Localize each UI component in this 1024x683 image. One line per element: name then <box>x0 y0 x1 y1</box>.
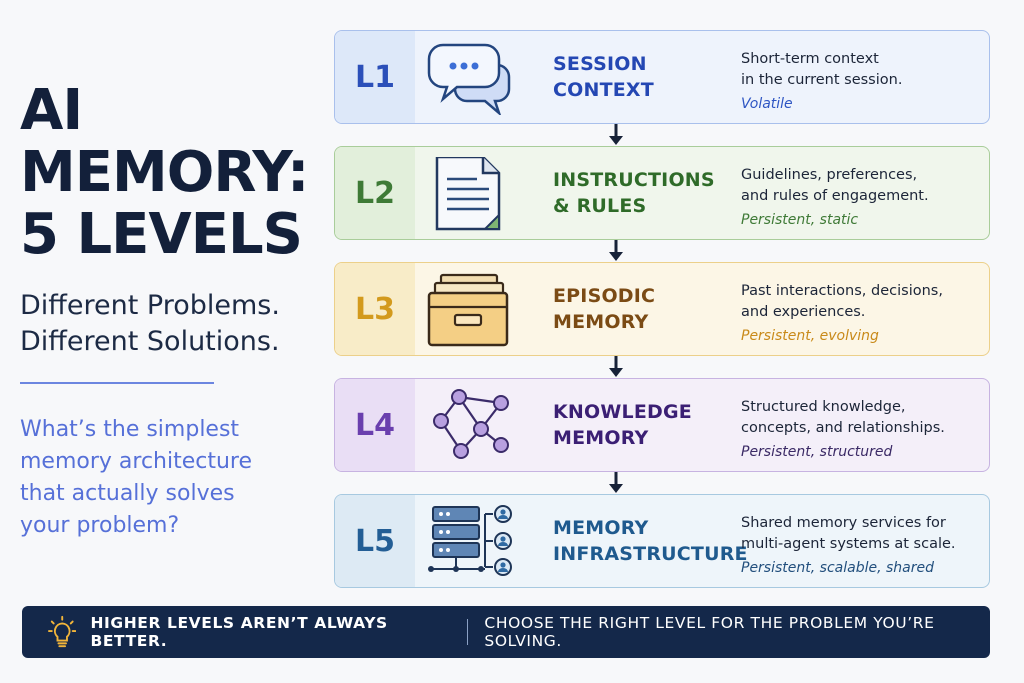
question-line-2: memory architecture <box>20 449 253 474</box>
desc-line-2: in the current session. <box>741 72 903 88</box>
level-name-line-1: MEMORY <box>553 517 649 539</box>
level-name: KNOWLEDGE MEMORY <box>553 379 733 471</box>
desc-line-2: and rules of engagement. <box>741 188 929 204</box>
file-drawer-icon <box>427 273 517 347</box>
desc-line-1: Structured knowledge, <box>741 399 906 415</box>
desc-line-1: Past interactions, decisions, <box>741 283 943 299</box>
level-name: EPISODIC MEMORY <box>553 263 733 355</box>
desc-line-2: and experiences. <box>741 304 866 320</box>
divider <box>20 382 214 384</box>
level-card-l1: L1 SESSION CONTEXT Short-term context in… <box>334 30 990 124</box>
question-line-1: What’s the simplest <box>20 417 240 442</box>
subtitle-line-2: Different Solutions. <box>20 326 280 357</box>
level-card-l3: L3 EPISODIC MEMORY Past interactions, de… <box>334 262 990 356</box>
level-tag: Persistent, evolving <box>741 328 879 344</box>
level-tag: Persistent, structured <box>741 444 893 460</box>
level-tag: Persistent, static <box>741 212 859 228</box>
lightbulb-icon <box>48 615 77 648</box>
document-icon <box>427 157 517 231</box>
title-line-2: 5 LEVELS <box>20 202 303 267</box>
knowledge-graph-icon <box>427 389 517 463</box>
banner-right-text: CHOOSE THE RIGHT LEVEL FOR THE PROBLEM Y… <box>484 614 935 650</box>
level-code: L5 <box>335 495 415 587</box>
level-code: L2 <box>335 147 415 239</box>
desc-line-1: Short-term context <box>741 51 879 67</box>
subtitle-line-1: Different Problems. <box>20 290 280 321</box>
footer-banner: HIGHER LEVELS AREN’T ALWAYS BETTER. CHOO… <box>22 606 990 658</box>
level-description: Shared memory services for multi-agent s… <box>741 513 981 579</box>
level-card-l2: L2 INSTRUCTIONS & RULES Guidelines, pref… <box>334 146 990 240</box>
level-code: L4 <box>335 379 415 471</box>
level-name: MEMORY INFRASTRUCTURE <box>553 495 748 587</box>
level-description: Structured knowledge, concepts, and rela… <box>741 397 981 463</box>
level-card-l4: L4 KNOWLEDGE MEMORY <box>334 378 990 472</box>
level-name-line-2: MEMORY <box>553 311 649 333</box>
level-name-line-2: INFRASTRUCTURE <box>553 543 748 565</box>
down-arrow-icon <box>608 472 624 494</box>
question: What’s the simplest memory architecture … <box>20 414 320 542</box>
level-name-line-1: SESSION <box>553 53 647 75</box>
level-description: Short-term context in the current sessio… <box>741 49 981 115</box>
intro-panel: AI MEMORY: 5 LEVELS Different Problems. … <box>20 80 320 542</box>
level-card-l5: L5 <box>334 494 990 588</box>
level-name-line-1: EPISODIC <box>553 285 656 307</box>
question-line-3: that actually solves <box>20 481 235 506</box>
down-arrow-icon <box>608 356 624 378</box>
subtitle: Different Problems. Different Solutions. <box>20 288 320 360</box>
level-tag: Persistent, scalable, shared <box>741 560 934 576</box>
level-description: Guidelines, preferences, and rules of en… <box>741 165 981 231</box>
level-description: Past interactions, decisions, and experi… <box>741 281 981 347</box>
level-tag: Volatile <box>741 96 793 112</box>
level-name: SESSION CONTEXT <box>553 31 733 123</box>
level-name-line-1: KNOWLEDGE <box>553 401 692 423</box>
level-name-line-2: MEMORY <box>553 427 649 449</box>
page-title: AI MEMORY: 5 LEVELS <box>20 80 320 266</box>
desc-line-1: Shared memory services for <box>741 515 946 531</box>
banner-left-text: HIGHER LEVELS AREN’T ALWAYS BETTER. <box>90 614 388 650</box>
desc-line-2: multi-agent systems at scale. <box>741 536 956 552</box>
level-name: INSTRUCTIONS & RULES <box>553 147 733 239</box>
title-line-1: AI MEMORY: <box>20 78 309 205</box>
level-code: L3 <box>335 263 415 355</box>
server-users-icon <box>427 505 517 579</box>
level-name-line-1: INSTRUCTIONS <box>553 169 715 191</box>
level-name-line-2: CONTEXT <box>553 79 654 101</box>
down-arrow-icon <box>608 240 624 262</box>
question-line-4: your problem? <box>20 513 180 538</box>
down-arrow-icon <box>608 124 624 146</box>
level-code: L1 <box>335 31 415 123</box>
desc-line-2: concepts, and relationships. <box>741 420 945 436</box>
desc-line-1: Guidelines, preferences, <box>741 167 918 183</box>
chat-bubbles-icon <box>427 41 517 115</box>
banner-separator <box>467 619 469 645</box>
level-name-line-2: & RULES <box>553 195 647 217</box>
